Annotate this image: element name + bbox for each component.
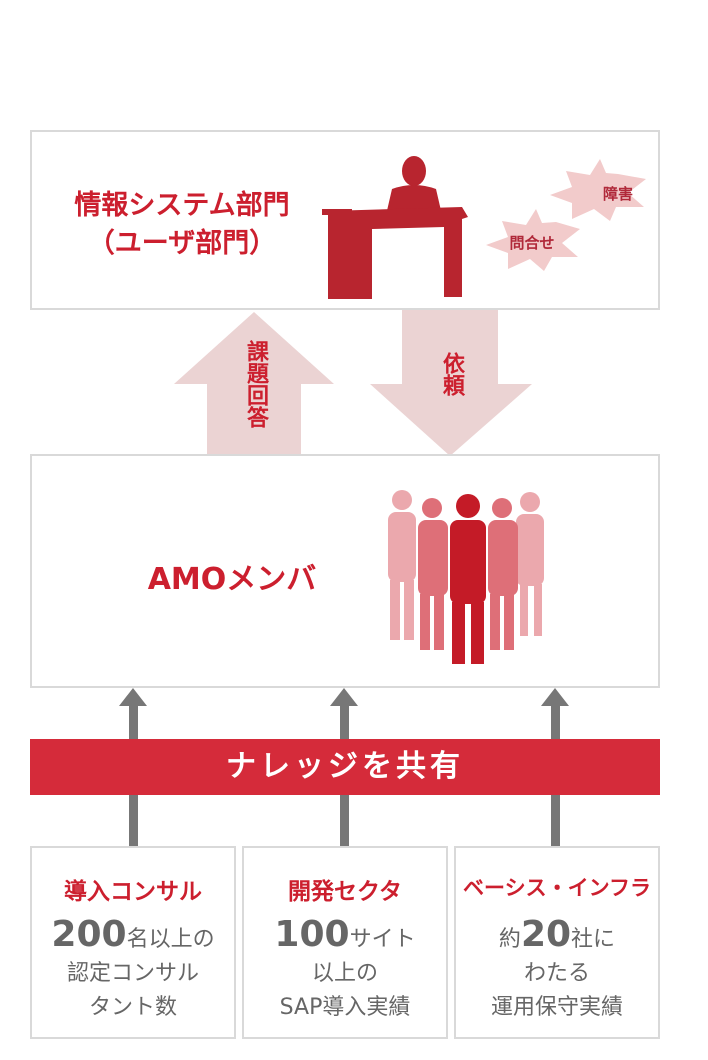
card-consulting-body: 200名以上の 認定コンサル タント数 bbox=[32, 917, 234, 1025]
card-basis-infra-body: 約20社に わたる 運用保守実績 bbox=[456, 917, 658, 1025]
card-consulting-line1: 名以上の bbox=[126, 927, 215, 952]
amo-member-title: AMOメンバ bbox=[147, 562, 317, 597]
it-department-title-line1: 情報システム部門 bbox=[74, 190, 290, 221]
card-basis-infra-title: ベーシス・インフラ bbox=[463, 876, 651, 900]
card-consulting: 導入コンサル 200名以上の 認定コンサル タント数 bbox=[30, 846, 236, 1039]
card-consulting-title: 導入コンサル bbox=[64, 879, 202, 905]
card-development-body: 100サイト 以上の SAP導入実績 bbox=[244, 917, 446, 1025]
person-at-desk-icon bbox=[322, 156, 468, 299]
card-development-number: 100 bbox=[274, 914, 350, 955]
card-basis-infra: ベーシス・インフラ 約20社に わたる 運用保守実績 bbox=[454, 846, 660, 1039]
card-development-line2: 以上の bbox=[311, 961, 378, 986]
card-development: 開発セクタ 100サイト 以上の SAP導入実績 bbox=[242, 846, 448, 1039]
card-basis-infra-line2: わたる bbox=[523, 961, 590, 986]
team-group-icon bbox=[388, 490, 544, 664]
burst-shape-2: 問合せ bbox=[486, 209, 580, 271]
knowledge-sharing-bar: ナレッジを共有 bbox=[30, 739, 660, 795]
up-arrow-label: 課題回答 bbox=[240, 340, 270, 428]
up-arrow-text: 課題回答 bbox=[243, 340, 268, 428]
card-development-line1: サイト bbox=[349, 927, 416, 952]
card-development-title: 開発セクタ bbox=[287, 879, 403, 905]
card-basis-infra-prefix: 約 bbox=[498, 927, 521, 952]
down-arrow bbox=[370, 310, 532, 456]
desk-worker-illustration: 障害 問合せ bbox=[322, 156, 646, 299]
down-arrow-label: 依頼 bbox=[436, 352, 466, 396]
burst-1-label: 障害 bbox=[603, 185, 633, 203]
burst-shape-1: 障害 bbox=[550, 159, 646, 221]
it-department-title: 情報システム部門 （ユーザ部門） bbox=[32, 187, 332, 263]
card-basis-infra-number: 20 bbox=[520, 914, 572, 955]
amo-member-box: AMOメンバ bbox=[30, 454, 660, 688]
card-development-line3: SAP導入実績 bbox=[279, 995, 411, 1020]
card-basis-infra-line1: 社に bbox=[571, 927, 616, 952]
card-basis-infra-line3: 運用保守実績 bbox=[490, 995, 623, 1020]
card-consulting-line3: タント数 bbox=[88, 995, 177, 1020]
burst-2-label: 問合せ bbox=[509, 234, 554, 252]
card-consulting-line2: 認定コンサル bbox=[66, 961, 199, 986]
card-consulting-number: 200 bbox=[51, 914, 127, 955]
it-department-box: 情報システム部門 （ユーザ部門） 障害 問合せ bbox=[30, 130, 660, 310]
it-department-title-line2: （ユーザ部門） bbox=[87, 228, 277, 259]
up-arrow bbox=[174, 312, 334, 454]
down-arrow-text: 依頼 bbox=[439, 352, 464, 396]
